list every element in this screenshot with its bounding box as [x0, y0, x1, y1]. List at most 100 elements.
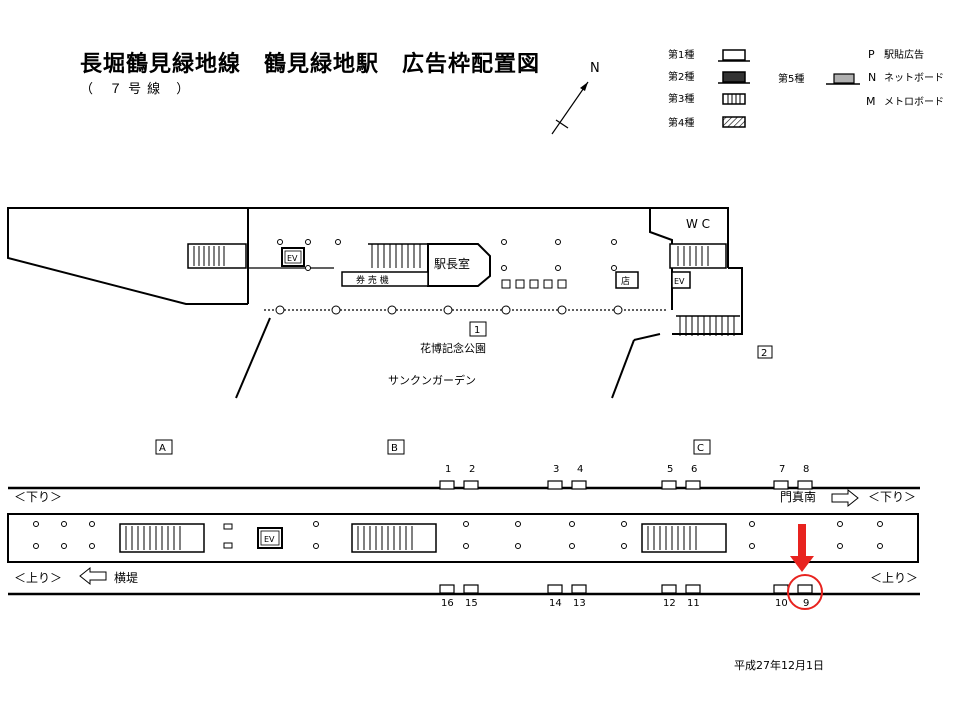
legend-p-letter: P — [868, 48, 875, 61]
legend-m-label: メトロボード — [884, 96, 944, 108]
ad-board-number: 1 — [445, 464, 451, 475]
ad-board — [685, 584, 701, 594]
ad-board — [571, 584, 587, 594]
pillar — [557, 305, 567, 315]
section-c: C — [693, 439, 711, 455]
pillar — [569, 543, 575, 549]
ad-board — [547, 584, 563, 594]
direction-up-right: ＜上り＞ — [870, 571, 918, 585]
legend-p-label: 駅貼広告 — [884, 48, 924, 61]
direction-down-left: ＜下り＞ — [14, 490, 62, 504]
issue-date: 平成27年12月1日 — [734, 659, 824, 672]
pillar — [275, 305, 285, 315]
ad-board-number: 12 — [663, 598, 676, 609]
pillar — [61, 543, 67, 549]
shop-label: 店 — [621, 275, 630, 287]
ad-board-number: 11 — [687, 598, 700, 609]
legend: 第1種 第2種 第3種 第4種 第5種 P 駅貼広告 N ネットボード M メト… — [668, 48, 944, 129]
sunken-garden-label: サンクンガーデン — [388, 373, 476, 387]
pillar — [305, 239, 311, 245]
platform-elevator-label: EV — [264, 535, 275, 544]
legend-n-letter: N — [868, 71, 876, 84]
ad-board — [685, 480, 701, 490]
direction-up-left: ＜上り＞ — [14, 571, 62, 585]
ad-board — [773, 480, 789, 490]
section-a: A — [155, 439, 173, 455]
concourse-floor — [7, 207, 743, 399]
arrow-right-icon — [831, 488, 859, 508]
platform-stair-c — [641, 523, 727, 553]
pillar — [501, 265, 507, 271]
pillar — [89, 543, 95, 549]
pillar — [515, 543, 521, 549]
destination-up: 横堤 — [114, 571, 138, 585]
ad-board-number: 2 — [469, 464, 475, 475]
pillar — [611, 239, 617, 245]
legend-type3-label: 第3種 — [668, 92, 694, 105]
pillar — [613, 305, 623, 315]
pillar — [569, 521, 575, 527]
ticket-machines-label: 券 売 機 — [356, 274, 389, 286]
platform-stair-a — [119, 523, 205, 553]
ad-board-number: 3 — [553, 464, 559, 475]
pillar — [501, 305, 511, 315]
pillar — [443, 305, 453, 315]
elevator-left-label: EV — [287, 254, 298, 263]
legend-type5-label: 第5種 — [778, 72, 804, 85]
pillar — [515, 521, 521, 527]
ad-board — [439, 480, 455, 490]
ad-board-number: 7 — [779, 464, 785, 475]
station-office: 駅長室 — [427, 243, 491, 287]
wc-label: W C — [686, 217, 710, 231]
legend-type2-label: 第2種 — [668, 70, 694, 83]
ad-board-number: 14 — [549, 598, 562, 609]
ad-board — [463, 480, 479, 490]
pillar — [621, 521, 627, 527]
destination-down: 門真南 — [780, 489, 816, 504]
exit-1-label: 花博記念公園 — [420, 341, 486, 355]
arrow-left-icon — [79, 566, 107, 586]
svg-text:A: A — [159, 443, 166, 454]
platform-small-boxes — [223, 523, 233, 549]
pillar — [463, 521, 469, 527]
legend-type3-swatch — [722, 93, 746, 105]
svg-text:C: C — [697, 443, 704, 454]
pillar — [313, 521, 319, 527]
elevator-right-label: EV — [674, 277, 685, 286]
direction-down-right: ＜下り＞ — [868, 490, 916, 504]
pillar — [837, 543, 843, 549]
ad-board — [797, 480, 813, 490]
pillar — [555, 239, 561, 245]
north-label: N — [590, 61, 600, 76]
pillar — [749, 543, 755, 549]
elevator-concourse-right: EV — [671, 271, 691, 289]
platform-pillars — [33, 521, 883, 549]
pillar — [305, 265, 311, 271]
pillar — [463, 543, 469, 549]
legend-type4-swatch — [722, 116, 746, 128]
platform-elevator: EV — [257, 527, 283, 549]
ad-board — [463, 584, 479, 594]
highlight-marker — [787, 524, 823, 610]
pillar — [877, 543, 883, 549]
ad-board — [797, 584, 813, 594]
legend-type1-swatch — [722, 49, 746, 61]
ad-board — [547, 480, 563, 490]
staircase-left — [187, 243, 247, 269]
platform-stair-b — [351, 523, 437, 553]
line-subtitle: （ ７号線 ） — [80, 82, 196, 97]
ad-board-number: 15 — [465, 598, 478, 609]
exit-2-number: 2 — [761, 348, 767, 359]
pillar — [749, 521, 755, 527]
pillar — [331, 305, 341, 315]
ticket-machines: 券 売 機 — [341, 271, 429, 287]
pillar — [555, 265, 561, 271]
pillar — [313, 543, 319, 549]
section-b: B — [387, 439, 405, 455]
legend-type2-swatch — [722, 71, 746, 83]
svg-text:B: B — [391, 443, 398, 454]
north-arrow-icon: N — [551, 61, 600, 135]
